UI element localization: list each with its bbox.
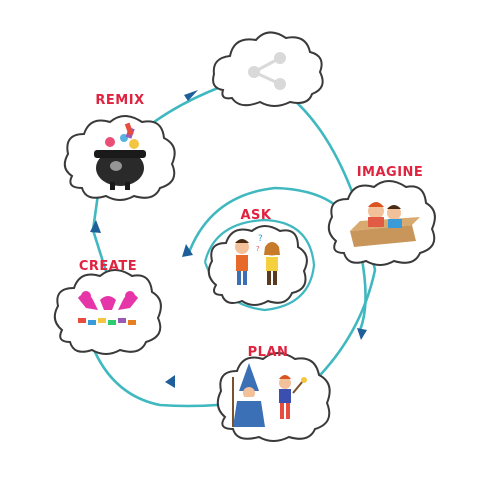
- label-remix: REMIX: [95, 93, 144, 108]
- svg-text:?: ?: [258, 234, 263, 244]
- arrow-head-left: [90, 220, 101, 233]
- cloud-ask: ? ?: [207, 225, 308, 306]
- svg-text:?: ?: [256, 245, 260, 253]
- kids-building-blocks-icon: [78, 291, 138, 325]
- label-imagine: IMAGINE: [357, 165, 424, 180]
- wizard-and-child-icon: [232, 363, 307, 427]
- cloud-share: [212, 31, 324, 107]
- share-icon: [248, 52, 286, 90]
- arrow-head-right: [357, 328, 367, 340]
- arrow-head-top: [184, 90, 198, 101]
- inner-spiral-path: [186, 186, 367, 331]
- cloud-create: [53, 269, 162, 355]
- kids-in-box-plane-icon: [350, 202, 420, 247]
- kids-asking-icon: ? ?: [235, 234, 280, 285]
- cloud-remix: [63, 115, 176, 201]
- arrow-head-bottom: [165, 375, 175, 388]
- outer-loop-path: [88, 73, 377, 408]
- label-ask: ASK: [241, 208, 272, 223]
- cauldron-icon: [94, 122, 146, 190]
- cloud-imagine: [327, 180, 436, 266]
- label-plan: PLAN: [248, 345, 289, 360]
- cloud-plan: [216, 352, 331, 442]
- label-create: CREATE: [79, 259, 137, 274]
- arrow-head-inner-left: [182, 244, 193, 257]
